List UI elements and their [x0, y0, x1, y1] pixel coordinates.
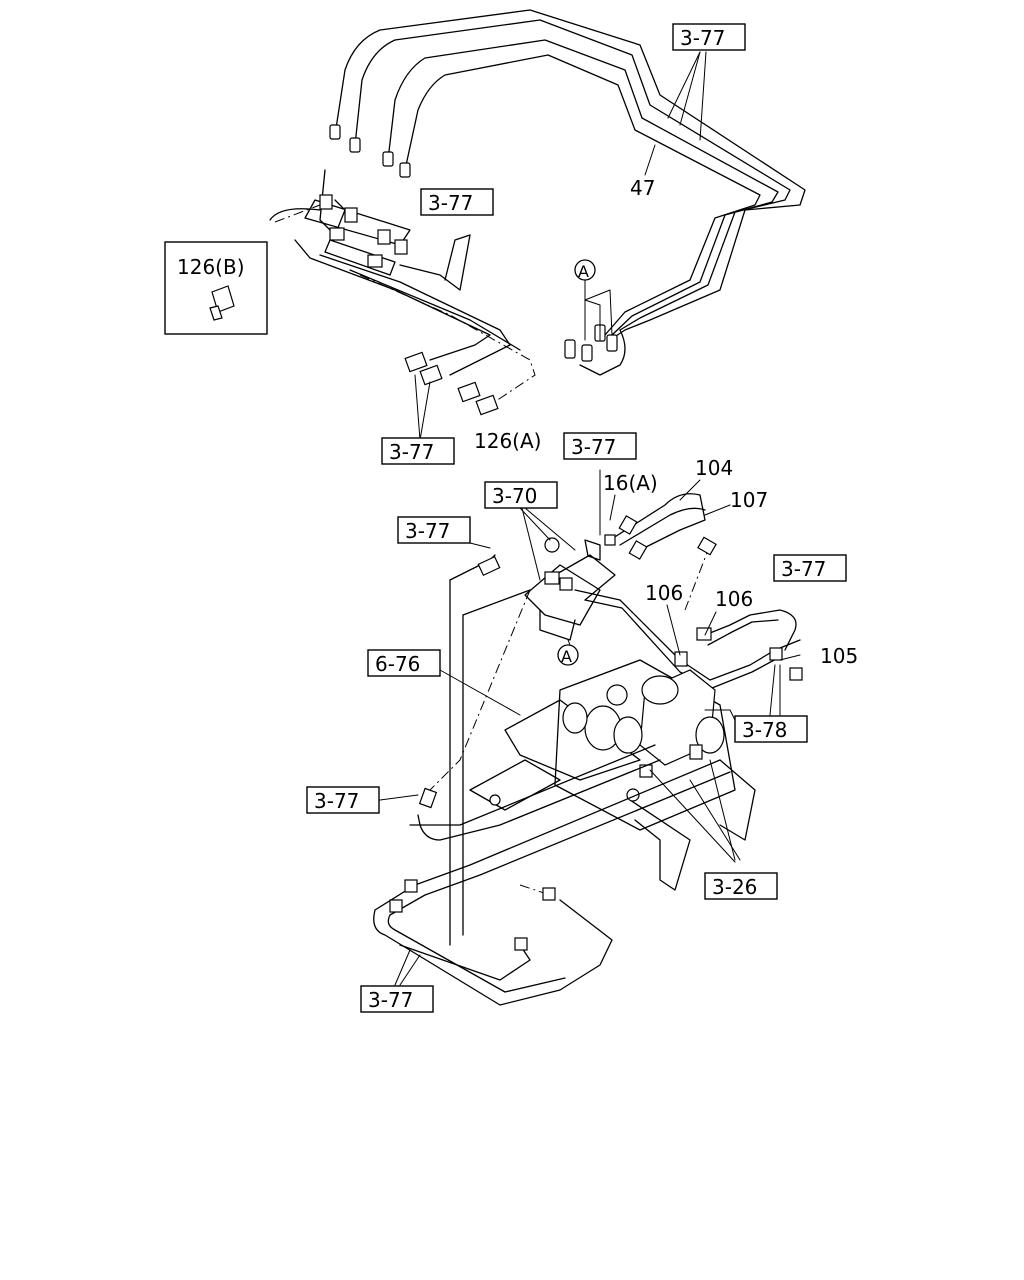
callout-ref-lower-left: 3-77 [306, 786, 380, 814]
mounting-bracket [469, 659, 756, 891]
part-105: 105 [820, 644, 858, 668]
svg-text:3-70: 3-70 [492, 484, 537, 508]
lower-leaders [379, 469, 801, 986]
part-106-left: 106 [645, 581, 683, 605]
upper-pipe-bundle [334, 9, 806, 376]
callout-ref-center-top: 3-77 [420, 188, 494, 216]
svg-text:3-77: 3-77 [571, 435, 616, 459]
callout-ref-top-right: 3-77 [672, 23, 746, 51]
callout-ref-module: 3-26 [704, 872, 778, 900]
svg-text:3-77: 3-77 [405, 519, 450, 543]
svg-text:3-77: 3-77 [428, 191, 473, 215]
marker-a-bottom: A [557, 644, 579, 666]
callout-ref-right: 3-77 [773, 554, 847, 582]
svg-text:3-77: 3-77 [389, 440, 434, 464]
svg-text:6-76: 6-76 [375, 652, 420, 676]
callout-ref-hose: 3-78 [734, 715, 808, 743]
svg-text:A: A [561, 647, 572, 666]
part-47: 47 [630, 176, 655, 200]
callout-ref-valve: 3-70 [484, 481, 558, 509]
callout-ref-valve-left: 3-77 [397, 516, 471, 544]
marker-a-top: A [574, 259, 596, 281]
part-107: 107 [730, 488, 768, 512]
svg-text:A: A [578, 262, 589, 281]
svg-text:3-77: 3-77 [314, 789, 359, 813]
svg-text:3-78: 3-78 [742, 718, 787, 742]
upper-leaders [414, 51, 707, 441]
part-104: 104 [695, 456, 733, 480]
svg-text:3-77: 3-77 [680, 26, 725, 50]
callout-ref-bracket: 6-76 [367, 649, 441, 677]
valve-assembly [524, 537, 616, 641]
left-manifold [269, 169, 471, 291]
inset-126b-label: 126(B) [177, 255, 245, 279]
part-126a: 126(A) [474, 429, 541, 453]
callout-ref-mid-right: 3-77 [563, 432, 637, 460]
svg-text:3-77: 3-77 [368, 988, 413, 1012]
modulator [562, 669, 725, 778]
part-16a: 16(A) [603, 471, 658, 495]
inset-126b: 126(B) [164, 241, 268, 335]
callout-ref-left-bottom: 3-77 [381, 437, 455, 465]
lower-right-pipes [574, 493, 803, 689]
lower-pipe-loop [373, 554, 731, 1006]
upper-pipe-fittings [329, 124, 618, 362]
manifold-down-pipes [294, 239, 536, 416]
svg-text:3-26: 3-26 [712, 875, 757, 899]
svg-text:3-77: 3-77 [781, 557, 826, 581]
part-106-right: 106 [715, 587, 753, 611]
callout-ref-bottom: 3-77 [360, 985, 434, 1013]
